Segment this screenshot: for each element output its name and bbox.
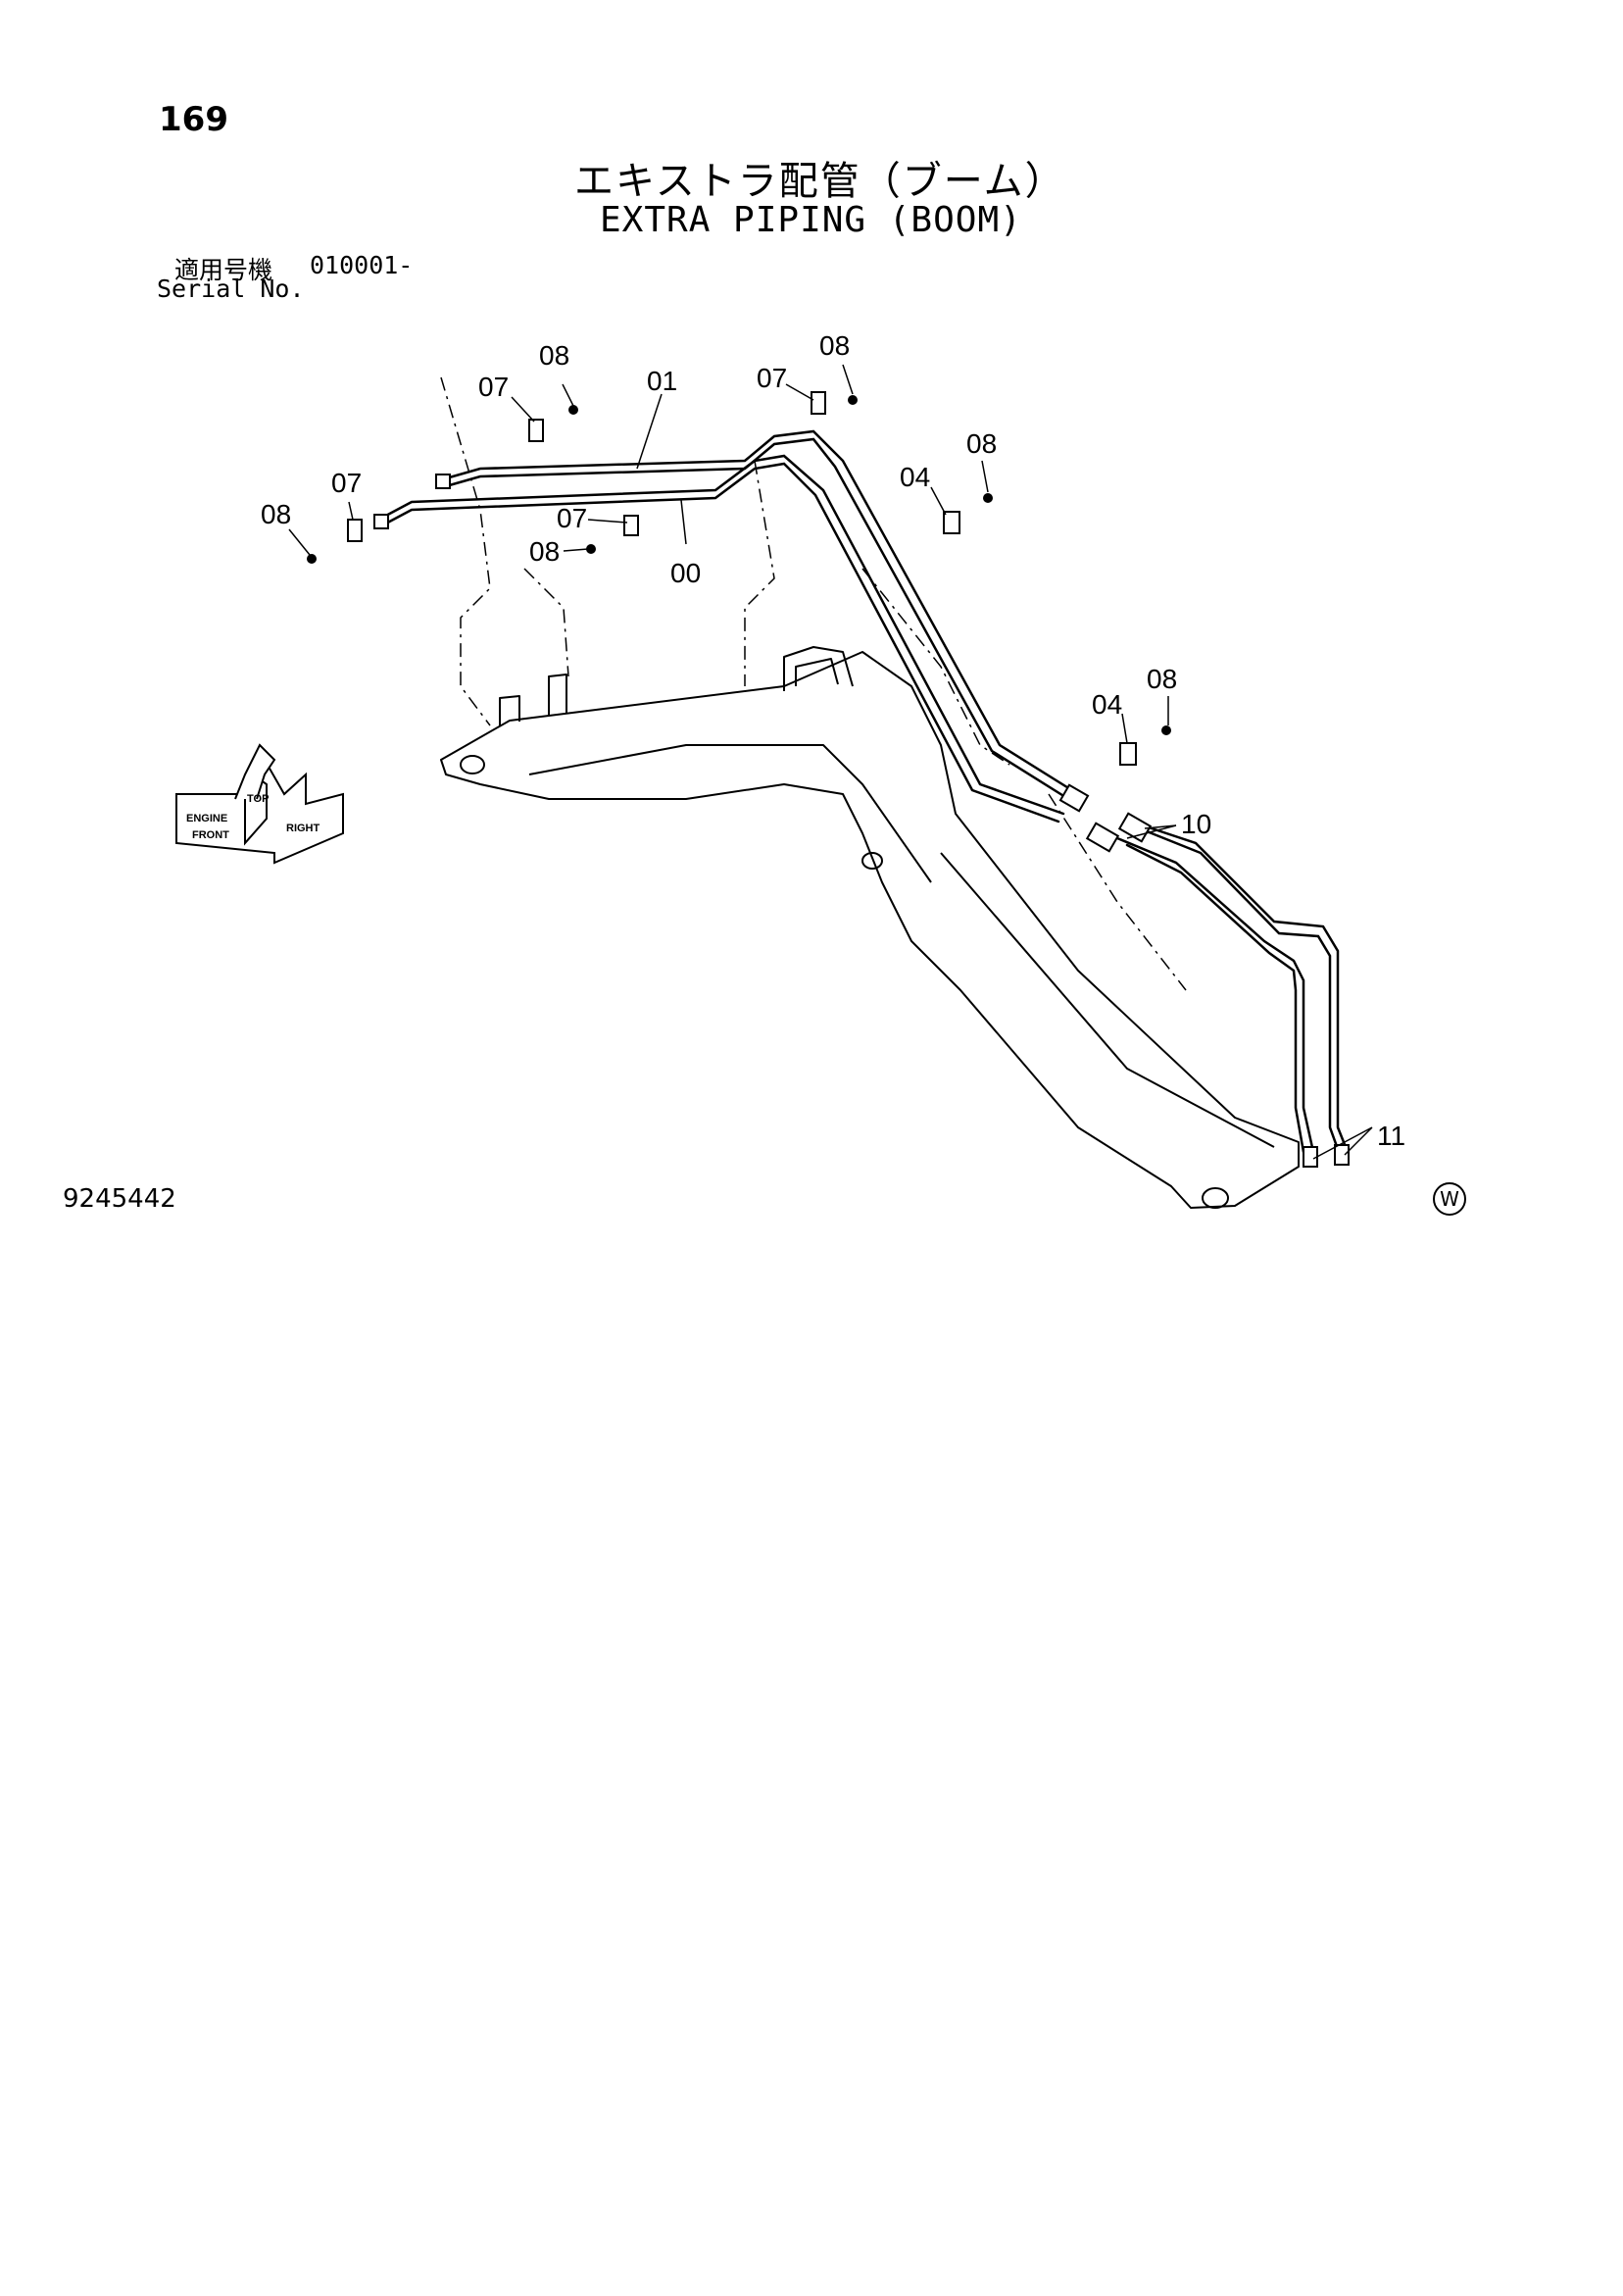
callout-08: 08 [529, 536, 560, 567]
drawing-number: 9245442 [63, 1184, 176, 1214]
leader-08e [981, 460, 989, 493]
boom-bracket-inner [795, 658, 839, 686]
serial-label-japanese: 適用号機 [174, 256, 273, 284]
hose-end-fitting [1334, 1144, 1350, 1166]
parts-diagram: 08 07 01 08 07 08 04 07 08 07 08 00 08 0… [175, 330, 1405, 1209]
union-fitting [1085, 822, 1120, 853]
leader-08c [288, 528, 311, 556]
leader-08d [563, 548, 589, 552]
leader-10 [1126, 824, 1177, 839]
extra-pipe-lower [380, 454, 1065, 816]
left-bracket-2 [548, 674, 567, 716]
orientation-compass: ENGINE FRONT TOP RIGHT [175, 743, 344, 865]
leader-00 [680, 499, 687, 545]
boom-lower-edge [940, 852, 1275, 1148]
bolt [983, 493, 993, 503]
page-number: 169 [159, 100, 228, 139]
bolt [568, 405, 578, 415]
title-japanese: エキストラ配管（ブーム） [574, 159, 1066, 204]
leader-08a [562, 383, 574, 407]
callout-11: 11 [1377, 1121, 1405, 1151]
clamp [623, 515, 639, 536]
leader-07c [348, 501, 354, 521]
pipe-connector [1058, 783, 1090, 813]
callout-08: 08 [261, 499, 291, 529]
clamp [943, 511, 960, 534]
extra-pipe-lower-inner [380, 462, 1060, 824]
leader-11 [1312, 1126, 1373, 1160]
bolt [848, 395, 858, 405]
bolt [1161, 725, 1171, 735]
hose-1 [1115, 836, 1315, 1154]
callout-04: 04 [1092, 689, 1122, 720]
callout-08: 08 [966, 428, 997, 459]
boom-inner-edge [528, 744, 932, 883]
leader-07d [587, 519, 628, 524]
leader-04a [930, 486, 947, 516]
compass-engine: ENGINE [186, 813, 227, 824]
leader-04b [1121, 713, 1128, 744]
boom-end-pin-hole [1202, 1187, 1229, 1209]
leader-01 [636, 393, 663, 470]
clamp [528, 419, 544, 442]
compass-front: FRONT [192, 829, 229, 841]
callout-00: 00 [670, 558, 701, 588]
compass-top: TOP [247, 793, 269, 805]
boom-foot-pin-hole [460, 755, 485, 774]
pipe-end-fitting [373, 514, 389, 529]
callout-08: 08 [1147, 664, 1177, 694]
title-english: EXTRA PIPING (BOOM) [600, 200, 1022, 240]
compass-right: RIGHT [286, 823, 320, 834]
leader-07a [511, 396, 535, 423]
clamp [1119, 742, 1137, 766]
pipe-end-fitting [435, 474, 451, 489]
hidden-line-left-inner [523, 568, 569, 677]
callout-07: 07 [757, 363, 787, 393]
leader-08b [842, 364, 854, 395]
bolt [586, 544, 596, 554]
w-mark: W [1433, 1182, 1466, 1216]
callout-07: 07 [331, 468, 362, 498]
callout-01: 01 [647, 366, 677, 396]
hidden-line-right [861, 568, 1010, 766]
clamp [811, 391, 826, 415]
hidden-line-center [744, 460, 775, 686]
bolt [307, 554, 317, 564]
left-bracket [499, 695, 520, 725]
leader-07b [785, 383, 814, 401]
hose-2 [1135, 822, 1350, 1154]
callout-10: 10 [1181, 809, 1211, 839]
boom-bracket [783, 646, 854, 691]
extra-pipe-upper-inner [444, 437, 1075, 804]
union-fitting [1117, 812, 1153, 843]
boom-cylinder-pin-hole [861, 852, 883, 870]
hose-end-fitting [1303, 1146, 1318, 1168]
extra-pipe-upper [444, 429, 1080, 796]
hose-1-inner [1125, 843, 1305, 1154]
serial-label-english: Serial No. [157, 275, 305, 303]
callout-07: 07 [478, 372, 509, 402]
boom-outline [440, 651, 1300, 1209]
callout-04: 04 [900, 462, 930, 492]
callout-08: 08 [819, 330, 850, 361]
hose-2-inner [1145, 829, 1341, 1154]
callout-08: 08 [539, 340, 569, 371]
serial-number-range: 010001- [310, 251, 414, 279]
clamp [347, 519, 363, 542]
hidden-line-lower [1048, 793, 1187, 991]
hidden-line-left [440, 376, 491, 726]
callout-07: 07 [557, 503, 587, 533]
